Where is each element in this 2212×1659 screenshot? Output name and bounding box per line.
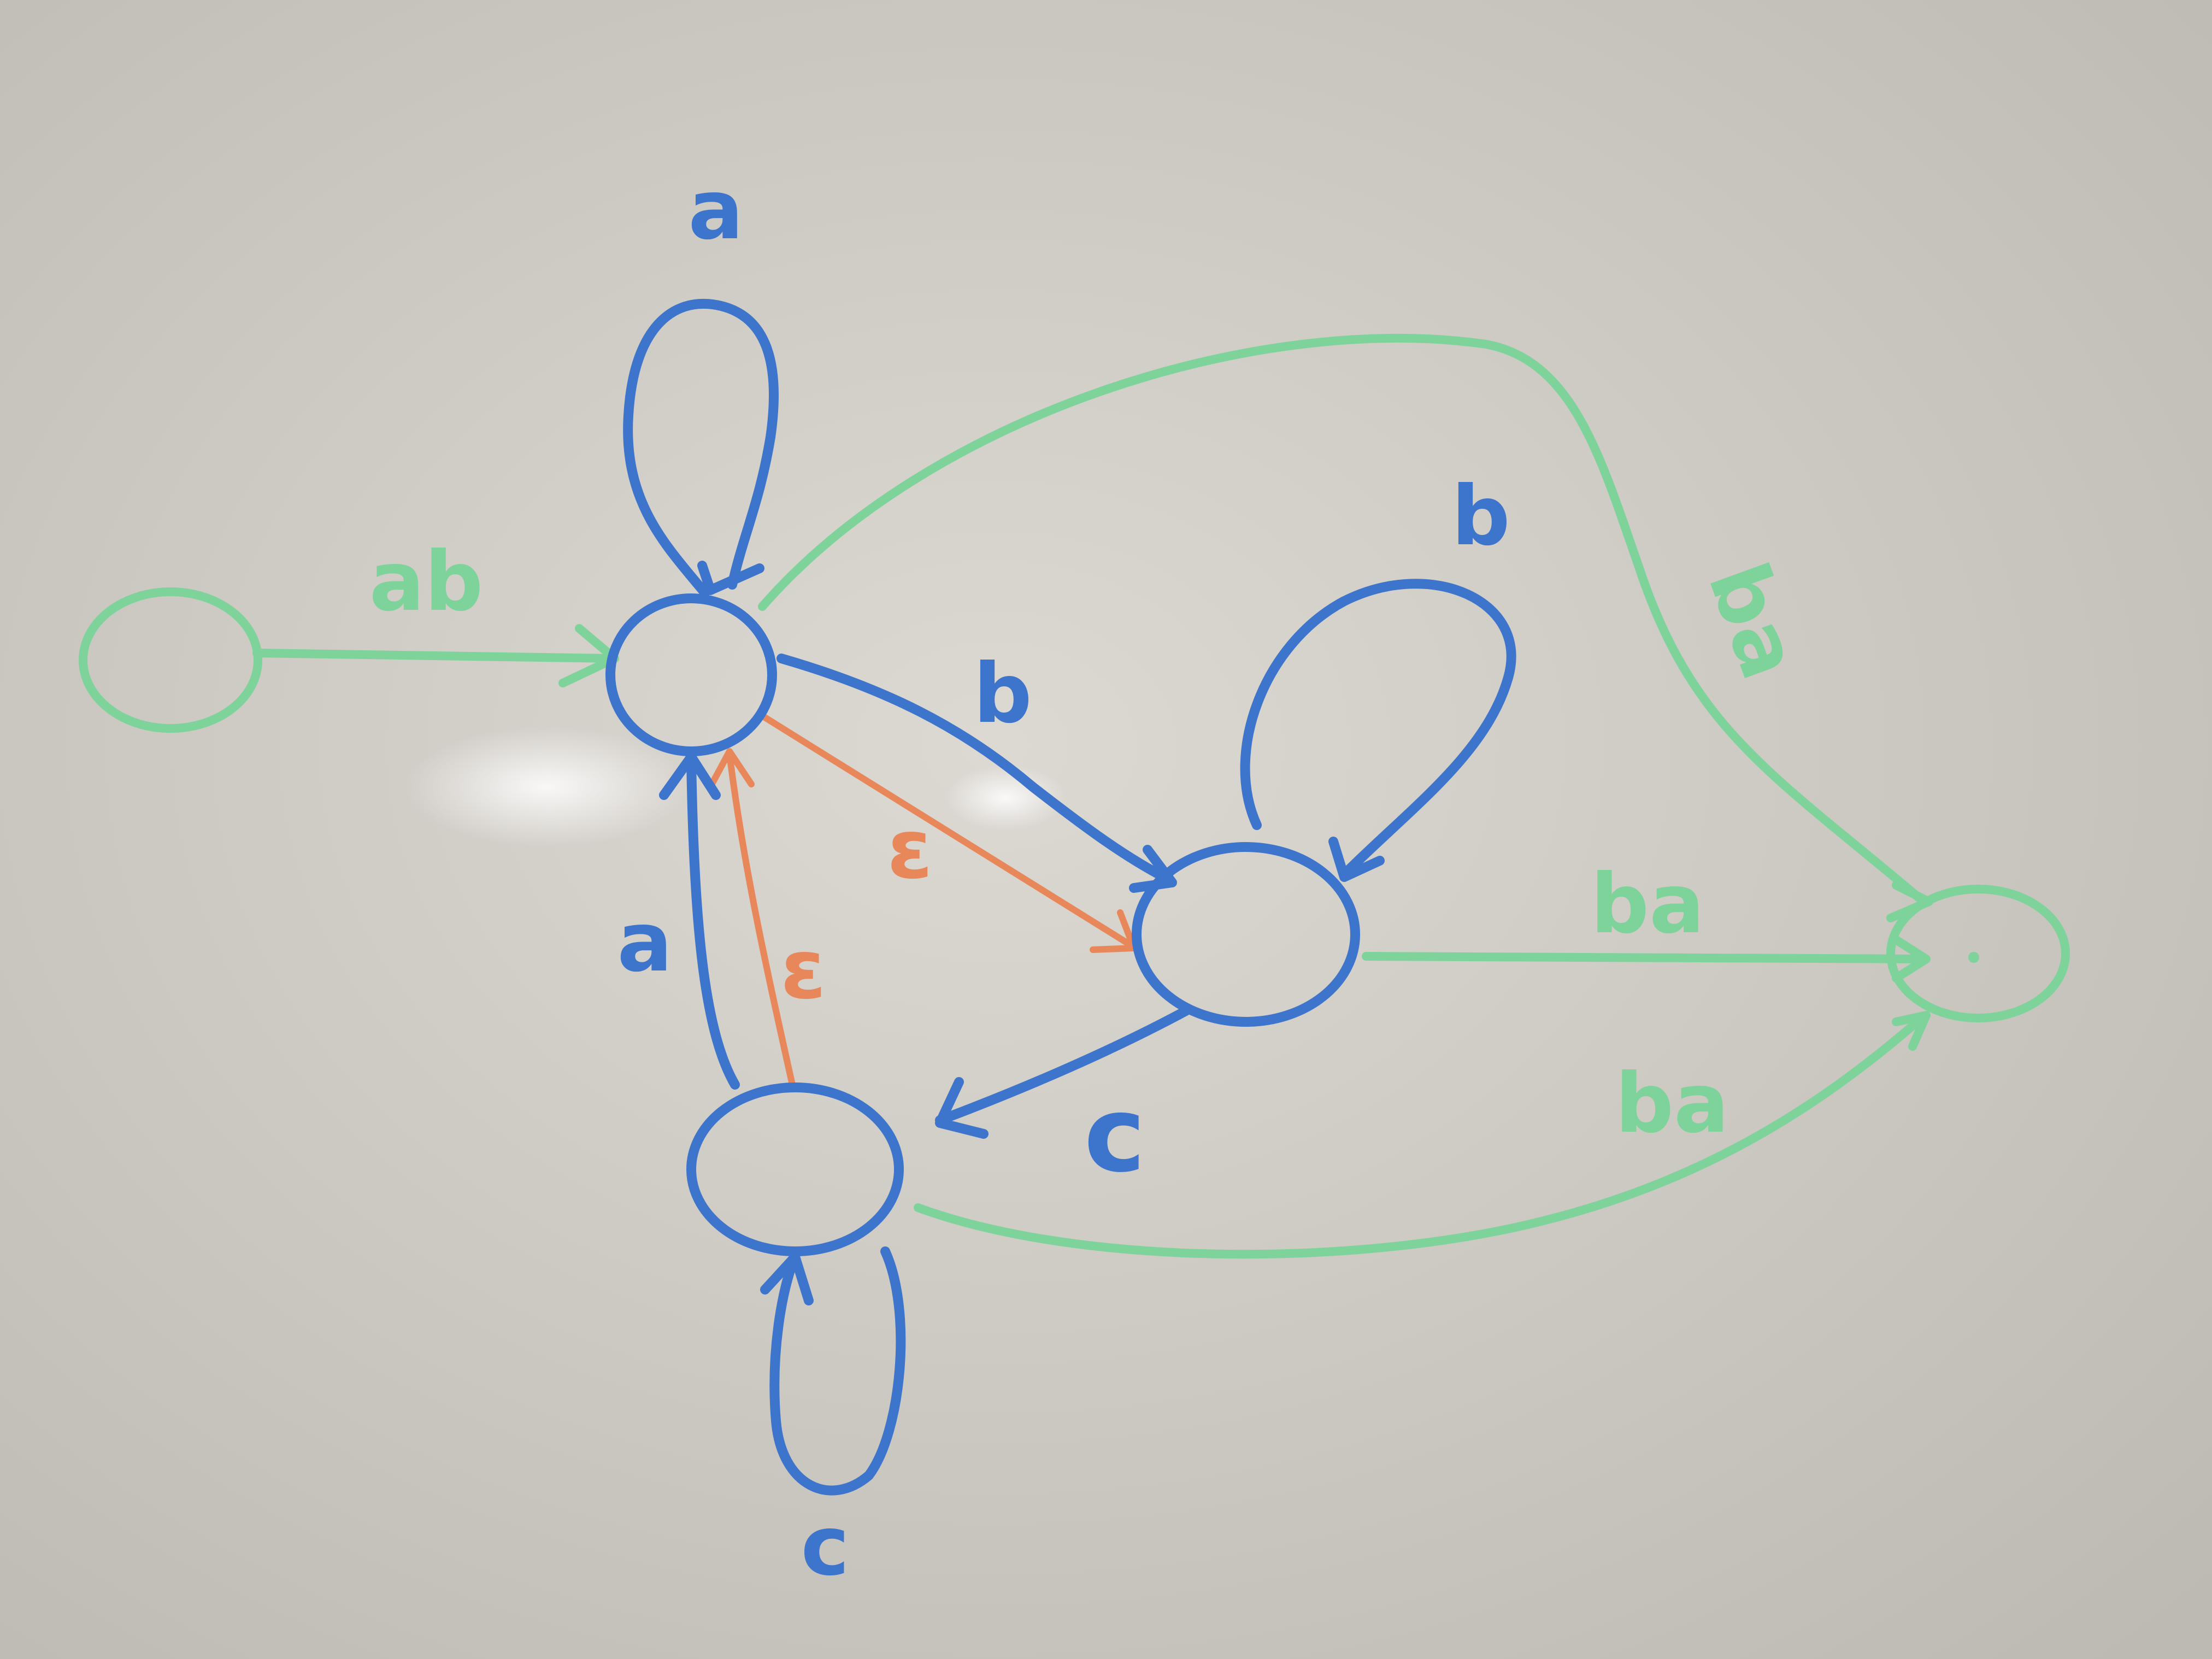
arrowhead-right-final [1892, 936, 1931, 983]
state-start [79, 587, 262, 733]
edge-main-right [776, 654, 1174, 885]
state-bottom [686, 1083, 904, 1256]
edge-main-final [758, 334, 1928, 906]
arrowhead-loop-right [1328, 837, 1385, 882]
loop-right [1240, 579, 1516, 879]
label-edge-right-bottom: c [1084, 1074, 1146, 1195]
arrowhead-bottom-main-eps [707, 748, 755, 790]
edge-main-right-eps [759, 713, 1134, 949]
arrowhead-right-bottom [935, 1077, 989, 1139]
arrowhead-bottom-final [1892, 1011, 1931, 1051]
state-final-dot [1968, 952, 1979, 963]
edge-bottom-main [686, 755, 740, 1090]
label-loop-c: c [801, 1499, 850, 1594]
label-loop-b: b [1451, 469, 1510, 564]
arrowhead-bottom-main [659, 752, 721, 800]
label-edge-bottom-main-eps: ε [780, 922, 826, 1017]
light-glare-2 [945, 765, 1066, 831]
edge-right-final [1362, 952, 1928, 963]
state-main [605, 593, 777, 756]
label-edge-main-right: b [973, 646, 1032, 742]
label-edge-right-final: ba [1591, 857, 1705, 952]
arrowhead-main-right [1129, 845, 1177, 893]
state-right [1132, 842, 1360, 1027]
edge-bottom-main-eps [726, 751, 796, 1088]
label-edge-bottom-main: a [617, 895, 672, 990]
edge-start-main [252, 649, 616, 663]
label-edge-start-main: ab [369, 534, 484, 630]
light-glare [404, 727, 689, 847]
label-loop-a: a [688, 163, 743, 258]
state-final [1886, 885, 2070, 1022]
edge-right-bottom [935, 1006, 1191, 1125]
edge-bottom-final [914, 1012, 1928, 1259]
loop-bottom [769, 1246, 906, 1496]
label-edge-bottom-final: ba [1615, 1056, 1729, 1151]
arrowhead-loop-main [697, 561, 764, 595]
arrowhead-loop-bottom [760, 1252, 814, 1305]
loop-main [623, 298, 779, 598]
label-edge-main-right-eps: ε [887, 802, 933, 897]
